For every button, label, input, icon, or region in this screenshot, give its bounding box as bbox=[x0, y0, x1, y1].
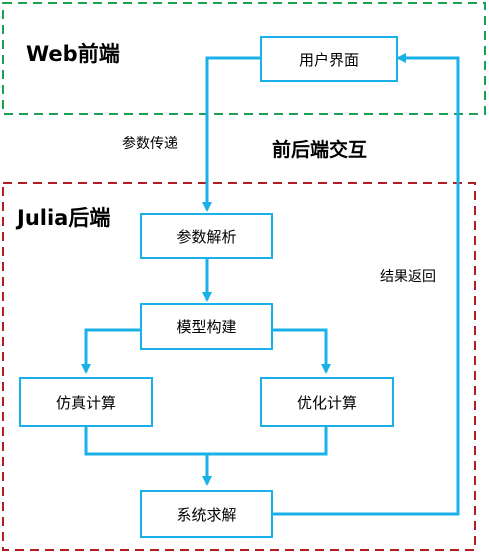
frontend-region-frame bbox=[2, 2, 486, 115]
param-parse-node: 参数解析 bbox=[140, 213, 273, 259]
edge-model-to-opt bbox=[272, 328, 331, 374]
opt-compute-node: 优化计算 bbox=[260, 377, 394, 427]
edge-solve-to-ui bbox=[273, 53, 460, 516]
backend-region-label: Julia后端 bbox=[17, 206, 111, 230]
param-pass-label: 参数传递 bbox=[122, 136, 178, 152]
edge-opt-to-solve bbox=[207, 427, 328, 456]
user-interface-node: 用户界面 bbox=[260, 36, 398, 82]
edge-sim-to-solve bbox=[84, 427, 207, 456]
system-solve-node: 系统求解 bbox=[140, 490, 273, 538]
sim-compute-node: 仿真计算 bbox=[19, 377, 153, 427]
edge-ui-to-param-parse bbox=[202, 56, 260, 212]
frontend-region-label: Web前端 bbox=[26, 42, 120, 66]
model-build-node: 模型构建 bbox=[140, 303, 273, 350]
edge-model-to-sim bbox=[81, 328, 140, 374]
interaction-label: 前后端交互 bbox=[272, 139, 368, 161]
result-return-label: 结果返回 bbox=[380, 269, 436, 285]
